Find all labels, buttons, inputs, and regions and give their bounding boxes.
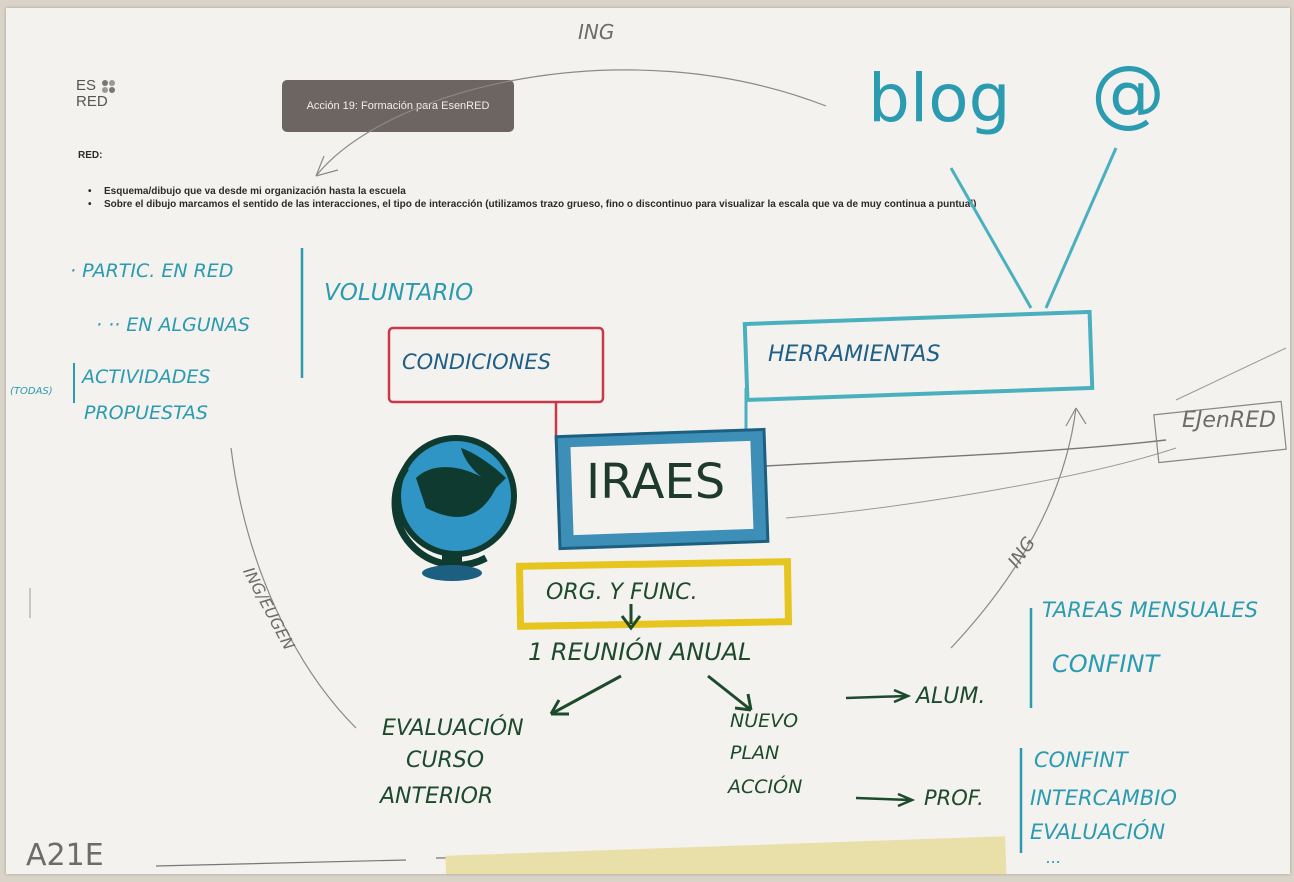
- iraes-to-ejenred-line: [765, 439, 1167, 467]
- alum-item-1: TAREAS MENSUALES: [1042, 598, 1258, 622]
- org-func-label: ORG. Y FUNC.: [546, 580, 698, 605]
- bottom-left-label: A21E: [26, 838, 104, 873]
- lower-ejenred-line: [785, 447, 1177, 519]
- nuevo-plan-line-2: PLAN: [730, 742, 780, 764]
- iraes-label: IRAES: [586, 454, 726, 510]
- alum-label: ALUM.: [916, 684, 986, 709]
- at-label: @: [1091, 50, 1165, 136]
- red-label: RED:: [78, 150, 103, 161]
- left-note-margin: (TODAS): [10, 386, 53, 397]
- right-ing-arrowhead: [1065, 407, 1087, 427]
- left-note-3: ACTIVIDADES: [82, 366, 211, 388]
- alum-item-2: CONFINT: [1052, 650, 1160, 678]
- alum-arrow: [845, 688, 912, 704]
- iraes-box-inner: [570, 440, 754, 536]
- ejenred-box: [1153, 400, 1287, 464]
- evaluacion-line-1: EVALUACIÓN: [382, 716, 524, 741]
- nuevo-plan-line-1: NUEVO: [730, 710, 799, 732]
- right-branch-arrow: [707, 674, 753, 712]
- prof-arrow: [855, 792, 916, 808]
- evaluacion-line-2: CURSO: [406, 748, 485, 773]
- prof-item-1: CONFINT: [1034, 748, 1128, 772]
- blog-label: blog: [868, 60, 1011, 137]
- herramientas-box: [742, 309, 1095, 403]
- org-down-arrow: [620, 604, 642, 631]
- hand-drawn-diagram: [29, 69, 1287, 867]
- top-ing-arrowhead: [315, 155, 339, 177]
- voluntario-label: VOLUNTARIO: [324, 280, 474, 306]
- list-item: Esquema/dibujo que va desde mi organizac…: [86, 185, 1246, 198]
- left-note-1: · PARTIC. EN RED: [70, 260, 234, 282]
- left-branch-arrow: [549, 674, 622, 716]
- logo-icon: [102, 80, 115, 93]
- left-note-2: · ·· EN ALGUNAS: [96, 314, 250, 336]
- right-ing-arc: [950, 407, 1077, 649]
- list-item: Sobre el dibujo marcamos el sentido de l…: [86, 198, 1246, 211]
- herramientas-label: HERRAMIENTAS: [768, 342, 941, 367]
- at-line: [1044, 147, 1118, 309]
- nuevo-plan-line-3: ACCIÓN: [728, 776, 803, 798]
- prof-item-4: ...: [1046, 848, 1062, 867]
- prof-item-2: INTERCAMBIO: [1030, 786, 1177, 810]
- condiciones-label: CONDICIONES: [402, 350, 551, 374]
- instructions-list: Esquema/dibujo que va desde mi organizac…: [86, 185, 1246, 211]
- condiciones-box: [387, 326, 605, 404]
- ejenred-label: EJenRED: [1182, 408, 1276, 433]
- top-ing-label: ING: [578, 20, 615, 44]
- reunion-label: 1 REUNIÓN ANUAL: [528, 638, 752, 666]
- top-ing-arc: [315, 69, 827, 177]
- org-func-box: [515, 558, 793, 630]
- prof-label: PROF.: [924, 786, 984, 810]
- left-note-4: PROPUESTAS: [84, 402, 208, 424]
- blog-line: [949, 167, 1033, 309]
- left-arc: [230, 447, 357, 729]
- right-diag-line: [1175, 347, 1287, 401]
- globe-icon: [391, 435, 517, 581]
- paper-sheet: ES RED Acción 19: Formación para EsenRED…: [6, 8, 1290, 874]
- evaluacion-line-3: ANTERIOR: [380, 784, 494, 809]
- prof-item-3: EVALUACIÓN: [1030, 820, 1166, 844]
